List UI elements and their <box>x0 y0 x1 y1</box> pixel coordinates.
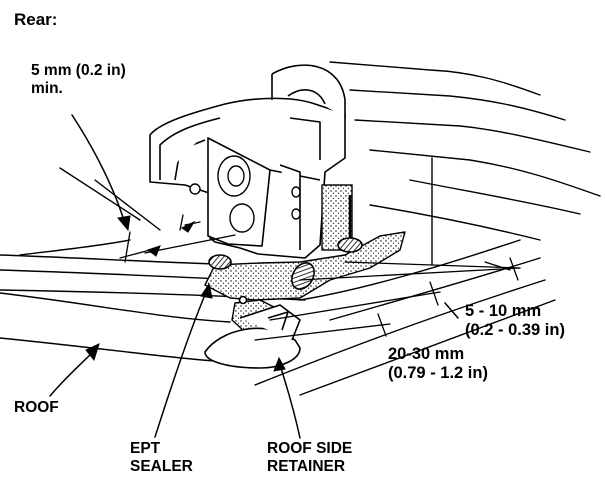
section-heading: Rear: <box>14 10 58 29</box>
dimension-lines <box>119 214 521 341</box>
dimension-20-30-in: (0.79 - 1.2 in) <box>388 364 488 383</box>
dimension-5-10-mm: 5 - 10 mm <box>465 302 542 320</box>
ept-sealer-line2: SEALER <box>130 458 193 476</box>
min-gap-value: 5 mm (0.2 in) <box>31 62 126 79</box>
arrowheads <box>85 215 286 372</box>
dimension-20-30-mm: 20-30 mm <box>388 345 465 363</box>
roof-label: ROOF <box>14 399 59 416</box>
min-gap-label: 5 mm (0.2 in) min. <box>31 62 126 99</box>
min-gap-qualifier: min. <box>31 80 63 98</box>
bracket-holes <box>189 155 301 233</box>
roof-side-retainer-line2: RETAINER <box>267 458 346 476</box>
dimension-5-10-in: (0.2 - 0.39 in) <box>465 321 565 340</box>
dimension-5-10-label: 5 - 10 mm (0.2 - 0.39 in) <box>465 302 565 341</box>
ept-sealer-label: EPT SEALER <box>130 440 193 477</box>
ept-sealer-line1: EPT <box>130 440 161 457</box>
rear-rails <box>329 61 601 266</box>
roof-panel <box>0 167 556 396</box>
roof-side-retainer-line1: ROOF SIDE <box>267 440 353 457</box>
dimension-20-30-label: 20-30 mm (0.79 - 1.2 in) <box>388 345 488 384</box>
roof-side-retainer <box>204 295 301 369</box>
retainer-clips <box>208 237 363 290</box>
roof-side-retainer-label: ROOF SIDE RETAINER <box>267 440 352 477</box>
